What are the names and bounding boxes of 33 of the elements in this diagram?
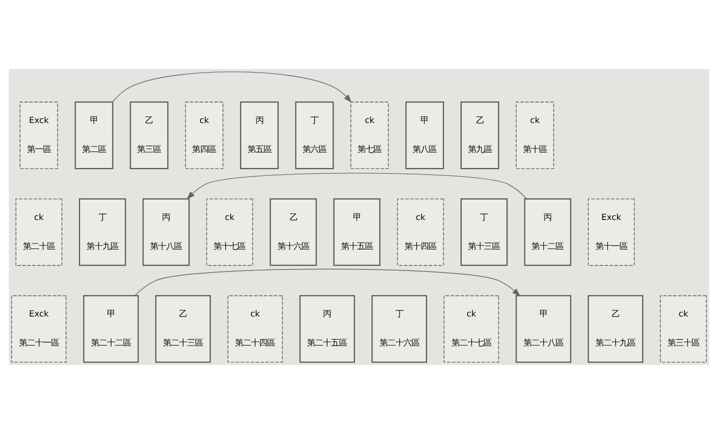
- node-box: 甲 第二十八區: [516, 294, 572, 362]
- node-box: 乙 第九區: [460, 101, 500, 169]
- node-box: 甲 第二十二區: [83, 294, 139, 362]
- node-box: 丁 第十三區: [460, 198, 508, 266]
- node-box: Exck 第十一區: [588, 198, 635, 266]
- node-box: Exck 第一區: [20, 101, 58, 168]
- node-box: ck 第十七區: [206, 198, 253, 266]
- node-box: 丙 第十二區: [524, 198, 572, 266]
- node-box: ck 第二十區: [16, 198, 62, 266]
- node-box: 甲 第十五區: [333, 198, 380, 266]
- node-box: 乙 第二十三區: [155, 294, 211, 362]
- node-box: 甲 第八區: [405, 101, 444, 169]
- node-box: 丁 第十九區: [78, 198, 126, 266]
- node-box: 乙 第二十九區: [588, 294, 644, 362]
- arrow: [186, 172, 527, 199]
- node-box: 乙 第十六區: [270, 198, 317, 266]
- arrow: [134, 268, 520, 296]
- node-box: ck 第二十七區: [444, 294, 499, 362]
- node-box: ck 第十區: [516, 101, 554, 168]
- node-box: 丙 第十八區: [142, 198, 190, 266]
- node-box: 丙 第五區: [240, 101, 279, 169]
- node-box: ck 第四區: [185, 101, 224, 168]
- arrow: [112, 70, 352, 102]
- node-box: ck 第十四區: [397, 198, 444, 266]
- node-box: ck 第二十四區: [228, 294, 283, 362]
- node-box: ck 第三十區: [660, 294, 707, 362]
- node-box: 丁 第六區: [295, 101, 334, 169]
- node-box: ck 第七區: [350, 101, 389, 168]
- node-box: 甲 第二區: [74, 101, 114, 169]
- node-box: 丙 第二十五區: [299, 294, 355, 362]
- node-box: 乙 第三區: [130, 101, 168, 169]
- node-box: Exck 第二十一區: [11, 294, 66, 362]
- node-box: 丁 第二十六區: [372, 294, 428, 362]
